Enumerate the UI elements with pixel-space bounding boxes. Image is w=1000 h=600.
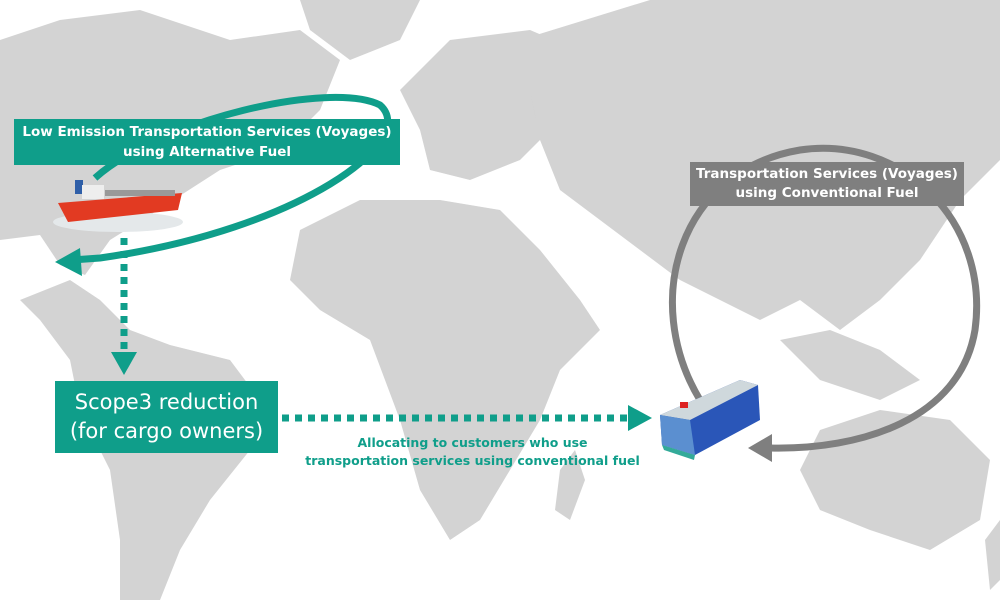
- scope3-line2: (for cargo owners): [69, 419, 264, 443]
- madagascar: [555, 450, 585, 520]
- allocation-line2: transportation services using convention…: [305, 453, 640, 468]
- right-arrowhead: [628, 405, 652, 431]
- australia: [800, 410, 990, 550]
- tanker-ship-icon: [53, 180, 183, 232]
- japan: [900, 40, 960, 175]
- conventional-line1: Transportation Services (Voyages): [696, 166, 958, 182]
- down-arrowhead: [111, 352, 137, 375]
- africa: [290, 200, 600, 540]
- alt-fuel-line2: using Alternative Fuel: [123, 144, 291, 160]
- conventional-line2: using Conventional Fuel: [735, 185, 919, 201]
- car-carrier-ship-icon: [660, 380, 760, 460]
- alt-fuel-arrowhead: [55, 248, 82, 276]
- allocation-caption: Allocating to customers who use transpor…: [285, 434, 660, 470]
- conventional-fuel-label: Transportation Services (Voyages) using …: [690, 162, 964, 206]
- allocation-line1: Allocating to customers who use: [357, 435, 588, 450]
- alt-fuel-label: Low Emission Transportation Services (Vo…: [14, 119, 400, 165]
- scope3-reduction-box: Scope3 reduction (for cargo owners): [55, 381, 278, 453]
- scope3-line1: Scope3 reduction: [74, 390, 259, 414]
- greenland: [300, 0, 420, 60]
- alt-fuel-line1: Low Emission Transportation Services (Vo…: [22, 124, 392, 140]
- new-zealand: [985, 520, 1000, 590]
- southeast-asia-islands: [780, 330, 920, 400]
- conventional-arrowhead: [748, 434, 772, 462]
